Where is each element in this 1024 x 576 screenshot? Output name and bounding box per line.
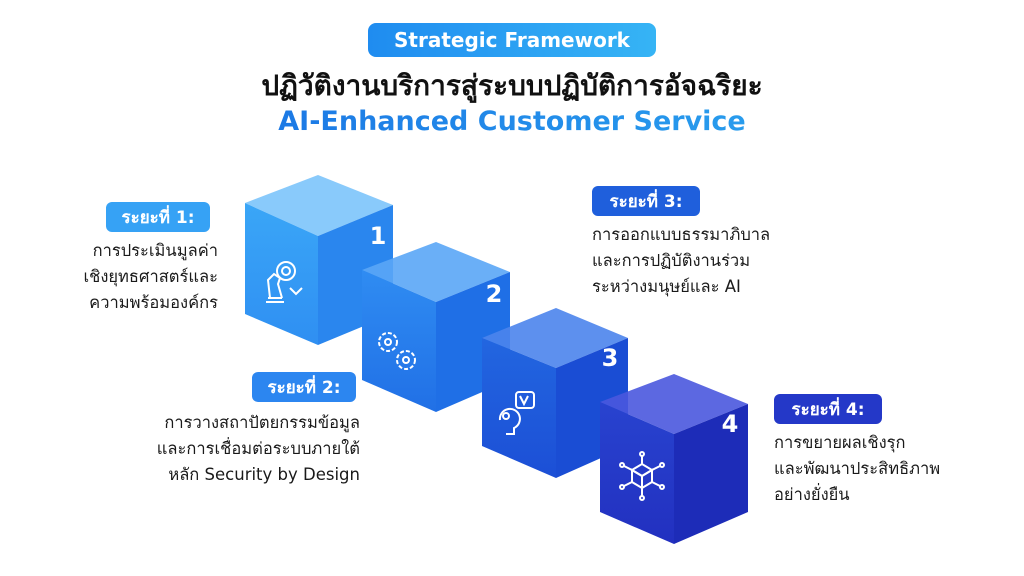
gears-icon — [378, 332, 416, 370]
phase-2-line: และการเชื่อมต่อระบบภายใต้ — [156, 439, 360, 458]
phase-2-line: การวางสถาปัตยกรรมข้อมูล — [164, 413, 360, 432]
phase-2-line: หลัก Security by Design — [168, 465, 360, 484]
phase-2-description: การวางสถาปัตยกรรมข้อมูล และการเชื่อมต่อร… — [100, 410, 360, 488]
network-cube-icon — [619, 451, 665, 501]
phase-4-description: การขยายผลเชิงรุก และพัฒนาประสิทธิภาพ อย่… — [774, 430, 1004, 508]
phase-1-description: การประเมินมูลค่า เชิงยุทธศาสตร์และ ความพ… — [20, 238, 218, 316]
phase-1-line: ความพร้อมองค์กร — [89, 293, 218, 312]
phase-4-line: และพัฒนาประสิทธิภาพ — [774, 459, 941, 478]
phase-1-badge: ระยะที่ 1: — [106, 202, 210, 232]
phase-3-line: ระหว่างมนุษย์และ AI — [592, 277, 741, 296]
phase-4-line: อย่างยั่งยืน — [774, 485, 850, 504]
phase-4-badge: ระยะที่ 4: — [774, 394, 882, 424]
phase-3-number: 3 — [602, 344, 619, 372]
phase-4-line: การขยายผลเชิงรุก — [774, 433, 906, 452]
page-title-english: AI-Enhanced Customer Service — [0, 106, 1024, 137]
phase-2-number: 2 — [486, 280, 503, 308]
phase-1-number: 1 — [370, 222, 387, 250]
phase-3-cube: 3 — [482, 308, 628, 478]
phase-3-line: การออกแบบธรรมาภิบาล — [592, 225, 771, 244]
phase-2-badge: ระยะที่ 2: — [252, 372, 356, 402]
phase-4-number: 4 — [722, 410, 739, 438]
phase-1-line: การประเมินมูลค่า — [92, 241, 218, 260]
chess-knight-gear-icon — [266, 261, 303, 303]
page-title-thai: ปฏิวัติงานบริการสู่ระบบปฏิบัติการอัจฉริย… — [261, 69, 763, 102]
human-ai-icon — [498, 391, 535, 435]
phase-1-line: เชิงยุทธศาสตร์และ — [83, 267, 218, 286]
phase-3-line: และการปฏิบัติงานร่วม — [592, 251, 751, 270]
phase-3-description: การออกแบบธรรมาภิบาล และการปฏิบัติงานร่วม… — [592, 222, 842, 300]
phase-3-badge: ระยะที่ 3: — [592, 186, 700, 216]
framework-badge: Strategic Framework — [368, 23, 656, 57]
phase-2-cube: 2 — [362, 242, 510, 412]
phase-4-cube: 4 — [600, 374, 748, 544]
